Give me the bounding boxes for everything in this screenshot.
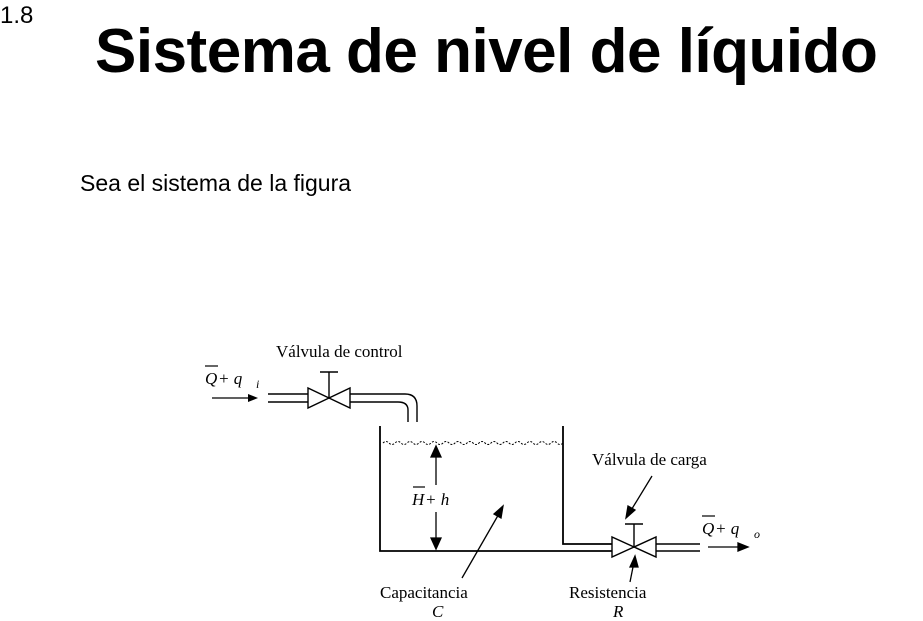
page-title: Sistema de nivel de líquido <box>95 17 878 86</box>
outflow-label: Q + q o <box>702 515 760 541</box>
capacitance-label: Capacitancia <box>380 583 468 602</box>
svg-text:o: o <box>754 527 760 541</box>
svg-text:+ h: + h <box>425 490 449 509</box>
capacitance-symbol: C <box>432 602 444 621</box>
svg-text:Q: Q <box>702 519 714 538</box>
svg-text:i: i <box>256 377 259 391</box>
intro-text: Sea el sistema de la figura <box>80 170 352 196</box>
outflow-arrow <box>708 542 750 552</box>
tank <box>379 426 612 552</box>
control-valve-icon <box>307 371 351 410</box>
svg-text:+ q: + q <box>715 519 740 538</box>
inflow-arrow <box>212 394 258 402</box>
level-dimension-arrow <box>429 444 443 551</box>
section-number: 1.8 <box>0 2 34 29</box>
resistance-pointer <box>628 554 639 583</box>
svg-text:+ q: + q <box>218 369 243 388</box>
outlet-pipe <box>656 543 700 552</box>
control-valve-label: Válvula de control <box>276 342 403 361</box>
liquid-surface <box>382 441 564 445</box>
load-valve-icon <box>611 523 657 559</box>
load-valve-label: Válvula de carga <box>592 450 707 469</box>
svg-text:H: H <box>411 490 426 509</box>
load-valve-pointer <box>625 475 653 520</box>
svg-text:Q: Q <box>205 369 217 388</box>
resistance-symbol: R <box>612 602 624 621</box>
inflow-label: Q + q i <box>205 365 259 391</box>
inlet-pipe <box>268 393 418 422</box>
resistance-label: Resistencia <box>569 583 647 602</box>
capacitance-pointer <box>461 504 504 579</box>
level-label: H + h <box>411 486 449 509</box>
